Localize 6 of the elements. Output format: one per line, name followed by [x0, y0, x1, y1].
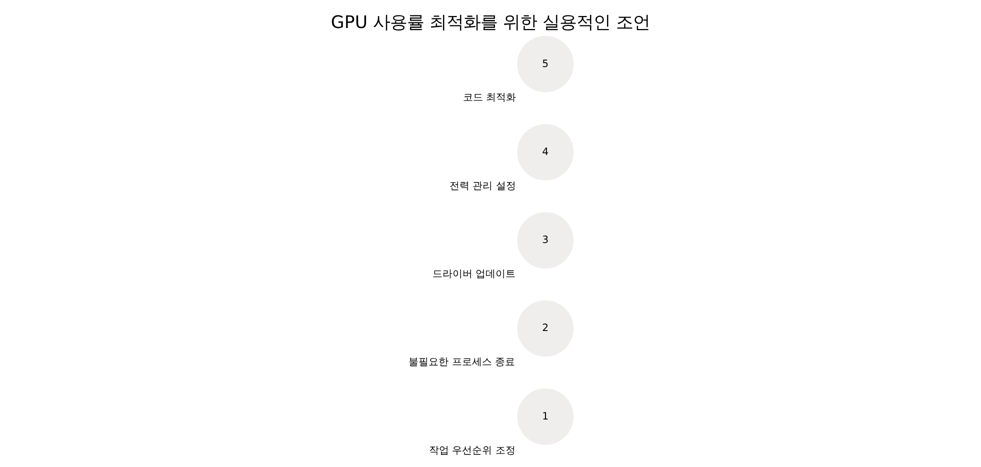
node-label: 드라이버 업데이트 [432, 268, 516, 280]
node-label: 불필요한 프로세스 종료 [408, 357, 516, 368]
diagram-title: GPU 사용률 최적화를 위한 실용적인 조언 [330, 12, 650, 33]
node-label: 작업 우선순위 조정 [428, 445, 516, 456]
node-label: 전력 관리 설정 [449, 180, 516, 192]
node-label: 코드 최적화 [462, 92, 516, 104]
